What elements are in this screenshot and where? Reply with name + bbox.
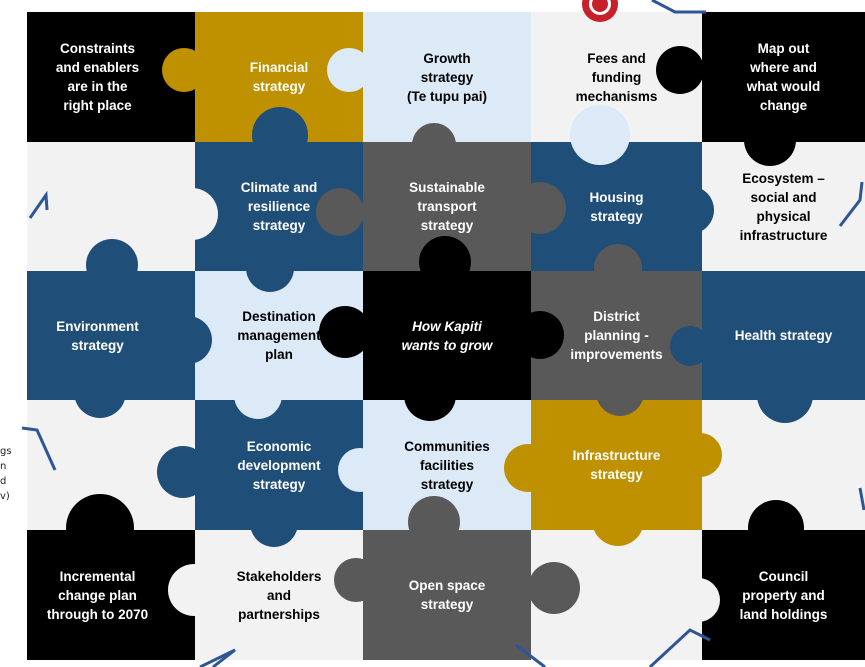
puzzle-tab bbox=[327, 48, 371, 92]
puzzle-tab bbox=[74, 366, 126, 418]
puzzle-tab bbox=[404, 369, 456, 421]
puzzle-tab bbox=[670, 326, 710, 366]
accent-line bbox=[21, 426, 57, 471]
puzzle-tab bbox=[66, 494, 134, 562]
accent-line bbox=[199, 648, 236, 667]
puzzle-pieces bbox=[27, 12, 865, 660]
puzzle-tab bbox=[408, 496, 460, 548]
puzzle-tab bbox=[162, 48, 206, 92]
puzzle-tab bbox=[748, 500, 804, 556]
puzzle-tab bbox=[656, 46, 704, 94]
puzzle-tabs bbox=[66, 46, 813, 622]
puzzle-tab bbox=[504, 444, 552, 492]
puzzle-tab bbox=[168, 564, 220, 616]
puzzle-tab bbox=[596, 368, 644, 416]
accent-line bbox=[648, 628, 711, 667]
puzzle-tab bbox=[252, 107, 308, 163]
tile-stakeholders bbox=[195, 530, 363, 660]
puzzle-tab bbox=[757, 367, 813, 423]
puzzle-tab bbox=[678, 433, 722, 477]
puzzle-tab bbox=[86, 239, 138, 291]
puzzle-tab bbox=[164, 316, 212, 364]
edge-text-fragment: gs n d v) bbox=[0, 446, 12, 502]
tile-ecosystem bbox=[702, 142, 865, 271]
puzzle-tab bbox=[338, 448, 382, 492]
accent-line bbox=[838, 181, 864, 227]
puzzle-tab bbox=[516, 311, 564, 359]
accent-line bbox=[651, 0, 706, 14]
puzzle-tab bbox=[250, 499, 298, 547]
puzzle-tab bbox=[676, 578, 720, 622]
puzzle-tab bbox=[666, 186, 714, 234]
puzzle-tab bbox=[412, 123, 456, 167]
accent-line bbox=[28, 190, 49, 219]
puzzle-tab bbox=[246, 244, 294, 292]
tile-openspace bbox=[363, 530, 531, 660]
puzzle-tab bbox=[514, 182, 566, 234]
puzzle-tab bbox=[166, 188, 218, 240]
puzzle-tab bbox=[592, 494, 644, 546]
puzzle-tab bbox=[319, 306, 371, 358]
accent-line bbox=[858, 487, 865, 511]
puzzle-tab bbox=[316, 188, 364, 236]
puzzle-tab bbox=[334, 558, 378, 602]
puzzle-tab bbox=[744, 114, 796, 166]
puzzle-tab bbox=[570, 105, 630, 165]
accent-line bbox=[515, 643, 546, 667]
logo-icon bbox=[575, 0, 625, 34]
puzzle-tab bbox=[234, 371, 282, 419]
puzzle-tab bbox=[594, 244, 642, 292]
accent-lines bbox=[21, 0, 865, 667]
tile-growth bbox=[363, 12, 531, 142]
puzzle-tab bbox=[157, 446, 209, 498]
puzzle-tab bbox=[528, 562, 580, 614]
puzzle-tab bbox=[419, 236, 471, 288]
